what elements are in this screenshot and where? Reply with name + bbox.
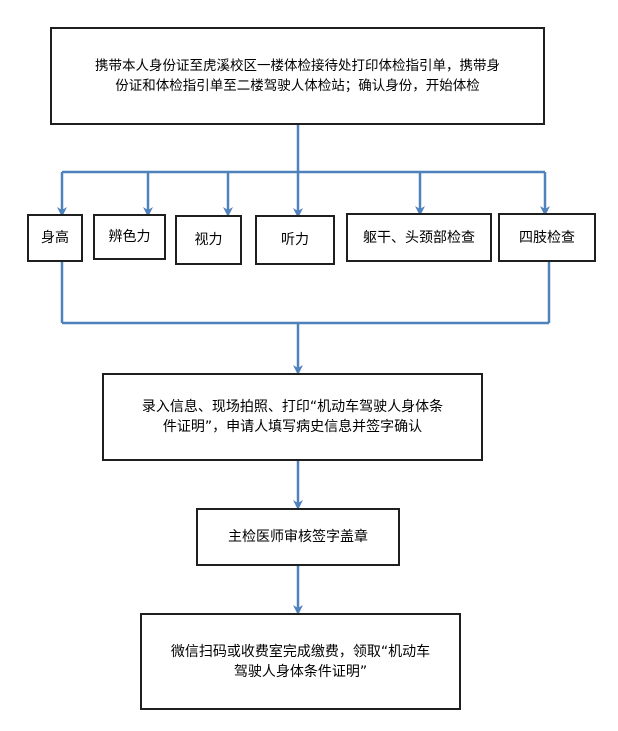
exam-label: 辨色力 [108, 229, 151, 245]
step3-box: 主检医师审核签字盖章 [196, 508, 400, 566]
exam-label: 视力 [194, 232, 223, 248]
exam-label: 听力 [281, 232, 309, 248]
exam-box-hearing: 听力 [255, 215, 335, 265]
step4-line2: 驾驶人身体条件证明” [233, 663, 368, 680]
exam-box-vision: 视力 [175, 215, 242, 265]
step4-line1: 微信扫码或收费室完成缴费，领取“机动车 [170, 643, 431, 660]
step1-line1: 携带本人身份证至虎溪校区一楼体检接待处打印体检指引单，携带身 [95, 58, 500, 74]
step2-line1: 录入信息、现场拍照、打印“机动车驾驶人身体条 [141, 399, 444, 415]
exam-box-trunk-head-neck: 躯干、头颈部检查 [346, 213, 492, 262]
step1-line2: 份证和体检指引单至二楼驾驶人体检站；确认身份，开始体检 [115, 78, 480, 94]
step2-line2: 件证明”，申请人填写病史信息并签字确认 [162, 419, 423, 435]
exam-box-height: 身高 [27, 214, 83, 262]
step2-box: 录入信息、现场拍照、打印“机动车驾驶人身体条 件证明”，申请人填写病史信息并签字… [102, 373, 483, 461]
step1-box: 携带本人身份证至虎溪校区一楼体检接待处打印体检指引单，携带身 份证和体检指引单至… [50, 27, 545, 125]
exam-label: 躯干、头颈部检查 [363, 229, 475, 246]
exam-label: 四肢检查 [519, 229, 575, 246]
exam-label: 身高 [41, 230, 69, 246]
exam-box-color-vision: 辨色力 [93, 214, 166, 260]
step4-box: 微信扫码或收费室完成缴费，领取“机动车 驾驶人身体条件证明” [140, 613, 461, 710]
step3-label: 主检医师审核签字盖章 [228, 529, 368, 545]
exam-box-limbs: 四肢检查 [498, 213, 596, 262]
